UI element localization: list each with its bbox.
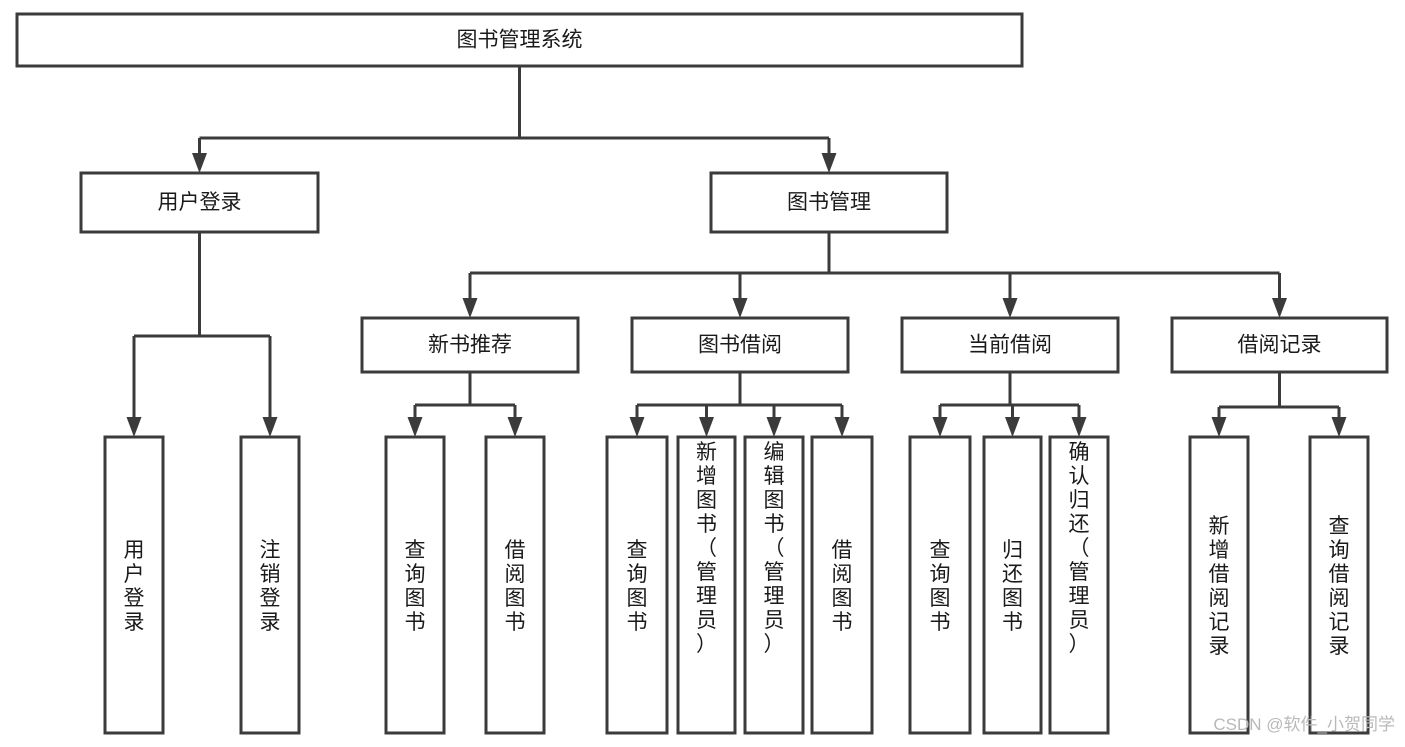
- node-leaf-query-record[interactable]: 查询借阅记录: [1308, 435, 1370, 735]
- node-box[interactable]: [676, 435, 737, 735]
- node-box[interactable]: [239, 435, 301, 735]
- arrow-head-icon: [192, 153, 207, 173]
- arrow-head-icon: [262, 417, 278, 437]
- arrow-head-icon: [126, 417, 142, 437]
- node-box[interactable]: [1170, 316, 1389, 374]
- node-label: 新书推荐: [428, 334, 512, 357]
- node-label: 归还图书: [1002, 539, 1023, 634]
- node-leaf-query-book-2[interactable]: 查询图书: [605, 435, 669, 735]
- node-label: 图书管理系统: [457, 29, 583, 52]
- arrow-head-icon: [834, 417, 850, 437]
- node-root[interactable]: 图书管理系统: [15, 12, 1024, 68]
- node-box[interactable]: [484, 435, 546, 735]
- node-borrow-record[interactable]: 借阅记录: [1170, 316, 1389, 374]
- connector-group-current-borrow: [932, 372, 1087, 437]
- node-leaf-edit-book[interactable]: 编辑图书（管理员）: [743, 435, 805, 735]
- node-label: 图书管理: [787, 191, 871, 214]
- arrow-head-icon: [1211, 417, 1227, 437]
- node-label: 查询借阅记录: [1329, 515, 1350, 658]
- node-new-book-rec[interactable]: 新书推荐: [360, 316, 580, 374]
- connector-group-borrow-record: [1211, 372, 1347, 437]
- node-current-borrow[interactable]: 当前借阅: [900, 316, 1120, 374]
- node-label: 借阅记录: [1238, 334, 1322, 357]
- node-box[interactable]: [908, 435, 972, 735]
- node-label: 用户登录: [158, 191, 242, 214]
- node-box[interactable]: [982, 435, 1043, 735]
- node-box[interactable]: [79, 171, 320, 234]
- arrow-head-icon: [932, 417, 948, 437]
- connector-group-book-manage: [462, 232, 1287, 318]
- arrow-head-icon: [1272, 298, 1287, 318]
- node-label: 编辑图书（管理员）: [764, 441, 785, 656]
- node-leaf-user-login[interactable]: 用户登录: [103, 435, 165, 735]
- csdn-watermark: CSDN @软件_小贺同学: [1213, 715, 1395, 734]
- node-label: 借阅图书: [832, 539, 853, 634]
- arrow-head-icon: [507, 417, 523, 437]
- connector-group-root: [192, 66, 837, 173]
- arrow-head-icon: [629, 417, 645, 437]
- node-leaf-query-book-1[interactable]: 查询图书: [384, 435, 446, 735]
- node-box[interactable]: [810, 435, 874, 735]
- arrow-head-icon: [1331, 417, 1347, 437]
- node-leaf-query-book-3[interactable]: 查询图书: [908, 435, 972, 735]
- node-box[interactable]: [103, 435, 165, 735]
- node-box[interactable]: [1188, 435, 1250, 735]
- arrow-head-icon: [766, 417, 782, 437]
- node-label: 用户登录: [124, 539, 145, 634]
- arrow-head-icon: [732, 298, 748, 318]
- arrow-head-icon: [407, 417, 423, 437]
- arrow-head-icon: [1005, 417, 1020, 437]
- node-box[interactable]: [605, 435, 669, 735]
- node-label: 借阅图书: [505, 539, 526, 634]
- node-user-login[interactable]: 用户登录: [79, 171, 320, 234]
- node-leaf-add-book[interactable]: 新增图书（管理员）: [676, 435, 737, 735]
- connector-layer: [126, 66, 1347, 437]
- arrow-head-icon: [699, 417, 714, 437]
- node-label: 当前借阅: [968, 334, 1052, 357]
- node-label: 查询图书: [405, 539, 426, 634]
- node-box[interactable]: [15, 12, 1024, 68]
- arrow-head-icon: [1002, 298, 1018, 318]
- node-box[interactable]: [384, 435, 446, 735]
- node-book-borrow[interactable]: 图书借阅: [630, 316, 850, 374]
- node-box[interactable]: [630, 316, 850, 374]
- node-label: 图书借阅: [698, 334, 782, 357]
- node-leaf-logout[interactable]: 注销登录: [239, 435, 301, 735]
- node-layer: 图书管理系统用户登录图书管理新书推荐图书借阅当前借阅借阅记录用户登录注销登录查询…: [15, 12, 1389, 735]
- connector-group-user-login: [126, 232, 278, 437]
- node-box[interactable]: [360, 316, 580, 374]
- node-leaf-confirm-return[interactable]: 确认归还（管理员）: [1048, 435, 1110, 735]
- node-box[interactable]: [709, 171, 949, 234]
- node-leaf-return-book[interactable]: 归还图书: [982, 435, 1043, 735]
- node-book-manage[interactable]: 图书管理: [709, 171, 949, 234]
- node-box[interactable]: [743, 435, 805, 735]
- node-leaf-borrow-book-2[interactable]: 借阅图书: [810, 435, 874, 735]
- node-label: 查询图书: [930, 539, 951, 634]
- arrow-head-icon: [1071, 417, 1087, 437]
- node-box[interactable]: [1308, 435, 1370, 735]
- node-label: 查询图书: [627, 539, 648, 634]
- node-label: 新增借阅记录: [1209, 515, 1230, 658]
- node-label: 新增图书（管理员）: [696, 441, 717, 656]
- connector-group-new-book-rec: [407, 372, 523, 437]
- node-box[interactable]: [900, 316, 1120, 374]
- node-label: 确认归还（管理员）: [1069, 441, 1090, 656]
- node-leaf-add-record[interactable]: 新增借阅记录: [1188, 435, 1250, 735]
- node-label: 注销登录: [260, 539, 281, 634]
- connector-group-book-borrow: [629, 372, 850, 437]
- node-box[interactable]: [1048, 435, 1110, 735]
- node-leaf-borrow-book-1[interactable]: 借阅图书: [484, 435, 546, 735]
- arrow-head-icon: [821, 153, 837, 173]
- arrow-head-icon: [462, 298, 478, 318]
